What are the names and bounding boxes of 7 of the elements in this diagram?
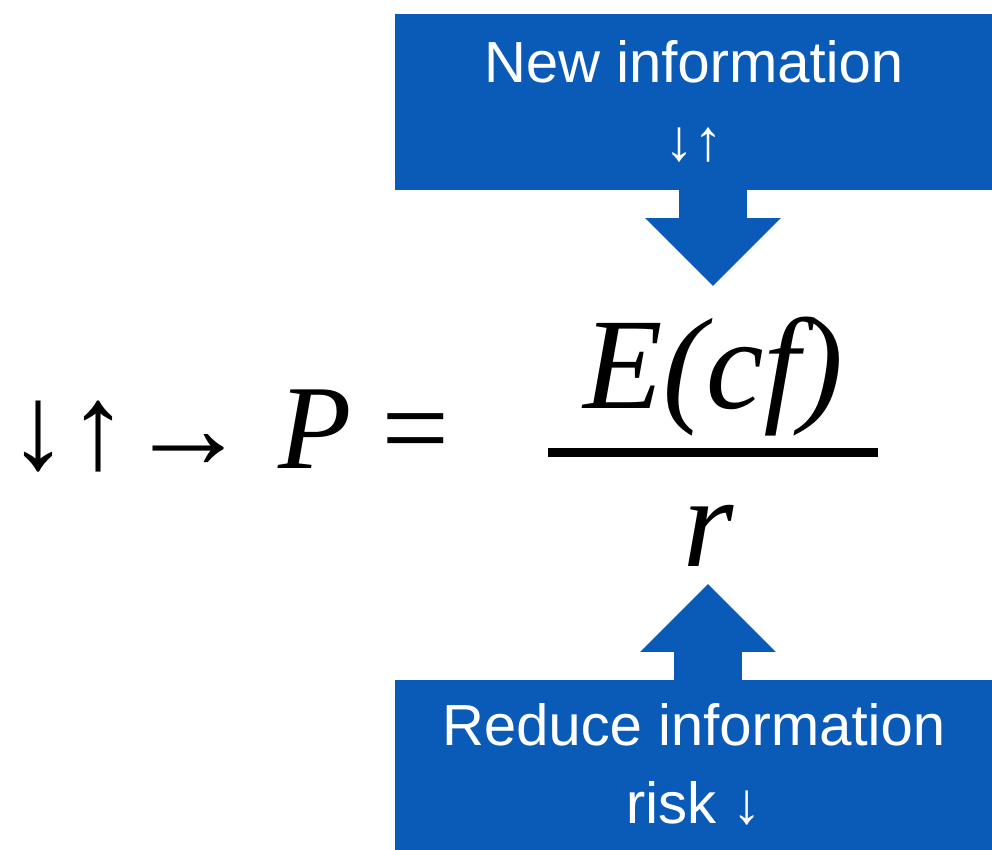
formula-text: ↓↑→ P = — [8, 368, 449, 488]
block-arrow — [640, 584, 776, 680]
callout-box: New information ↓↑ — [395, 14, 992, 190]
block-arrow — [645, 190, 781, 286]
numerator-expression: E(cf) — [548, 290, 878, 440]
denominator-variable: r — [648, 464, 768, 582]
callout-box: Reduce information risk ↓ — [395, 680, 992, 850]
